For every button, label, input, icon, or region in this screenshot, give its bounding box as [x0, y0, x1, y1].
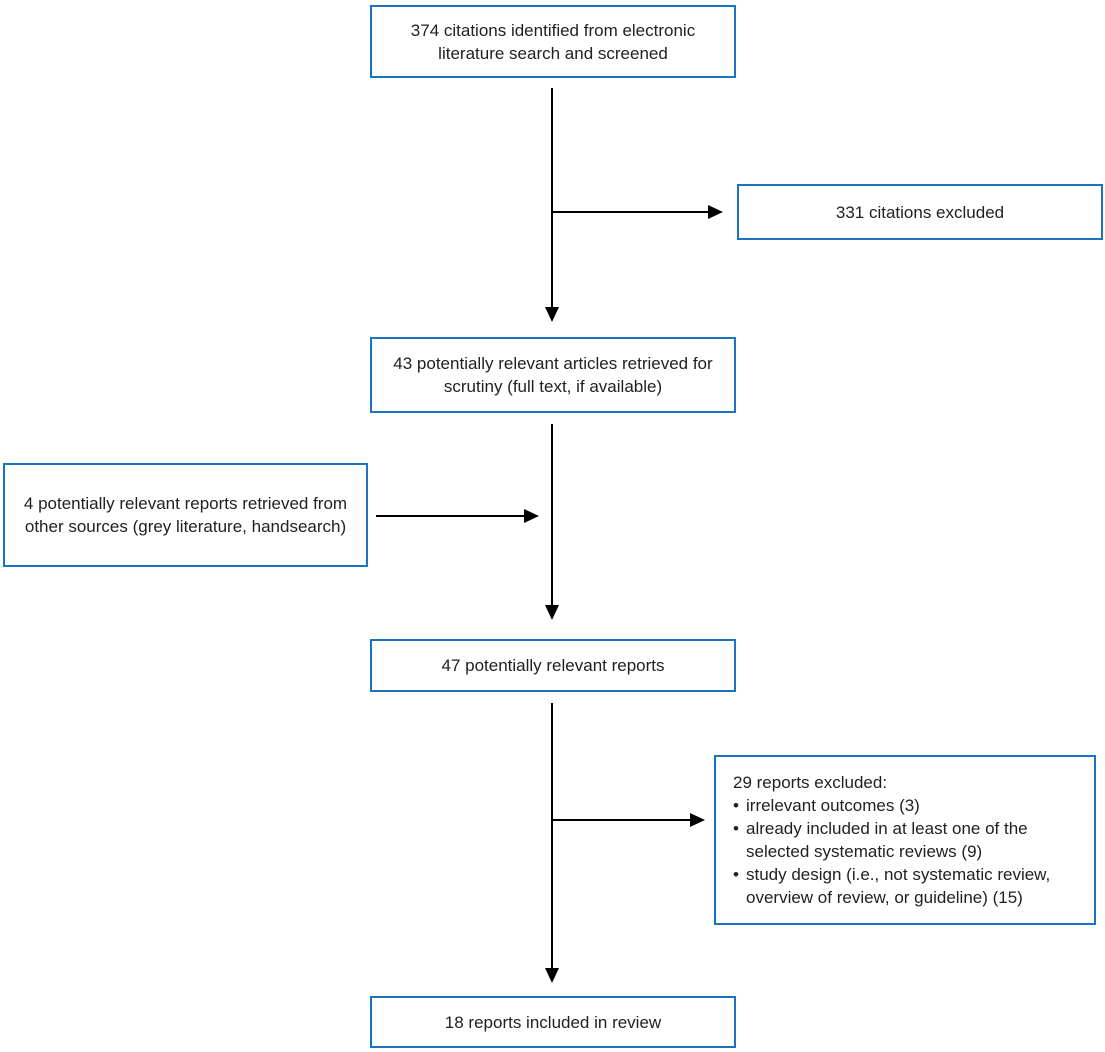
flow-box-citations-excluded: 331 citations excluded	[737, 184, 1103, 240]
reports-excluded-item-label: irrelevant outcomes (3)	[746, 796, 920, 815]
reports-excluded-title: 29 reports excluded:	[733, 773, 888, 792]
reports-excluded-item: • already included in at least one of th…	[733, 817, 1084, 863]
bullet-icon: •	[733, 819, 739, 838]
flow-box-relevant-reports: 47 potentially relevant reports	[370, 639, 736, 692]
flow-box-other-sources-label: 4 potentially relevant reports retrieved…	[23, 494, 348, 536]
flow-box-articles-retrieved: 43 potentially relevant articles retriev…	[370, 337, 736, 413]
reports-excluded-item: • irrelevant outcomes (3)	[733, 794, 1084, 817]
flow-box-citations-excluded-label: 331 citations excluded	[835, 202, 1005, 222]
bullet-icon: •	[733, 796, 739, 815]
flow-box-articles-retrieved-label: 43 potentially relevant articles retriev…	[393, 354, 713, 396]
arrow-to-reports-excluded	[552, 813, 705, 827]
arrow-retrieved-to-reports	[545, 424, 559, 620]
arrow-reports-to-included	[545, 703, 559, 983]
flow-box-reports-excluded: 29 reports excluded: • irrelevant outcom…	[714, 755, 1096, 925]
reports-excluded-item: • study design (i.e., not systematic rev…	[733, 863, 1084, 909]
bullet-icon: •	[733, 865, 739, 884]
flow-box-other-sources: 4 potentially relevant reports retrieved…	[3, 463, 368, 567]
flow-box-citations-identified: 374 citations identified from electronic…	[370, 5, 736, 78]
arrow-other-sources-to-main	[376, 509, 539, 523]
reports-excluded-item-label: already included in at least one of the …	[746, 819, 1028, 861]
arrow-to-citations-excluded	[552, 205, 723, 219]
flow-box-reports-included-label: 18 reports included in review	[444, 1012, 662, 1032]
reports-excluded-list: • irrelevant outcomes (3) • already incl…	[733, 794, 1084, 909]
flow-box-reports-included: 18 reports included in review	[370, 996, 736, 1048]
flow-box-citations-identified-label: 374 citations identified from electronic…	[410, 20, 696, 63]
reports-excluded-item-label: study design (i.e., not systematic revie…	[746, 865, 1051, 907]
arrow-screened-to-retrieved	[545, 88, 559, 322]
flow-box-relevant-reports-label: 47 potentially relevant reports	[441, 656, 665, 675]
